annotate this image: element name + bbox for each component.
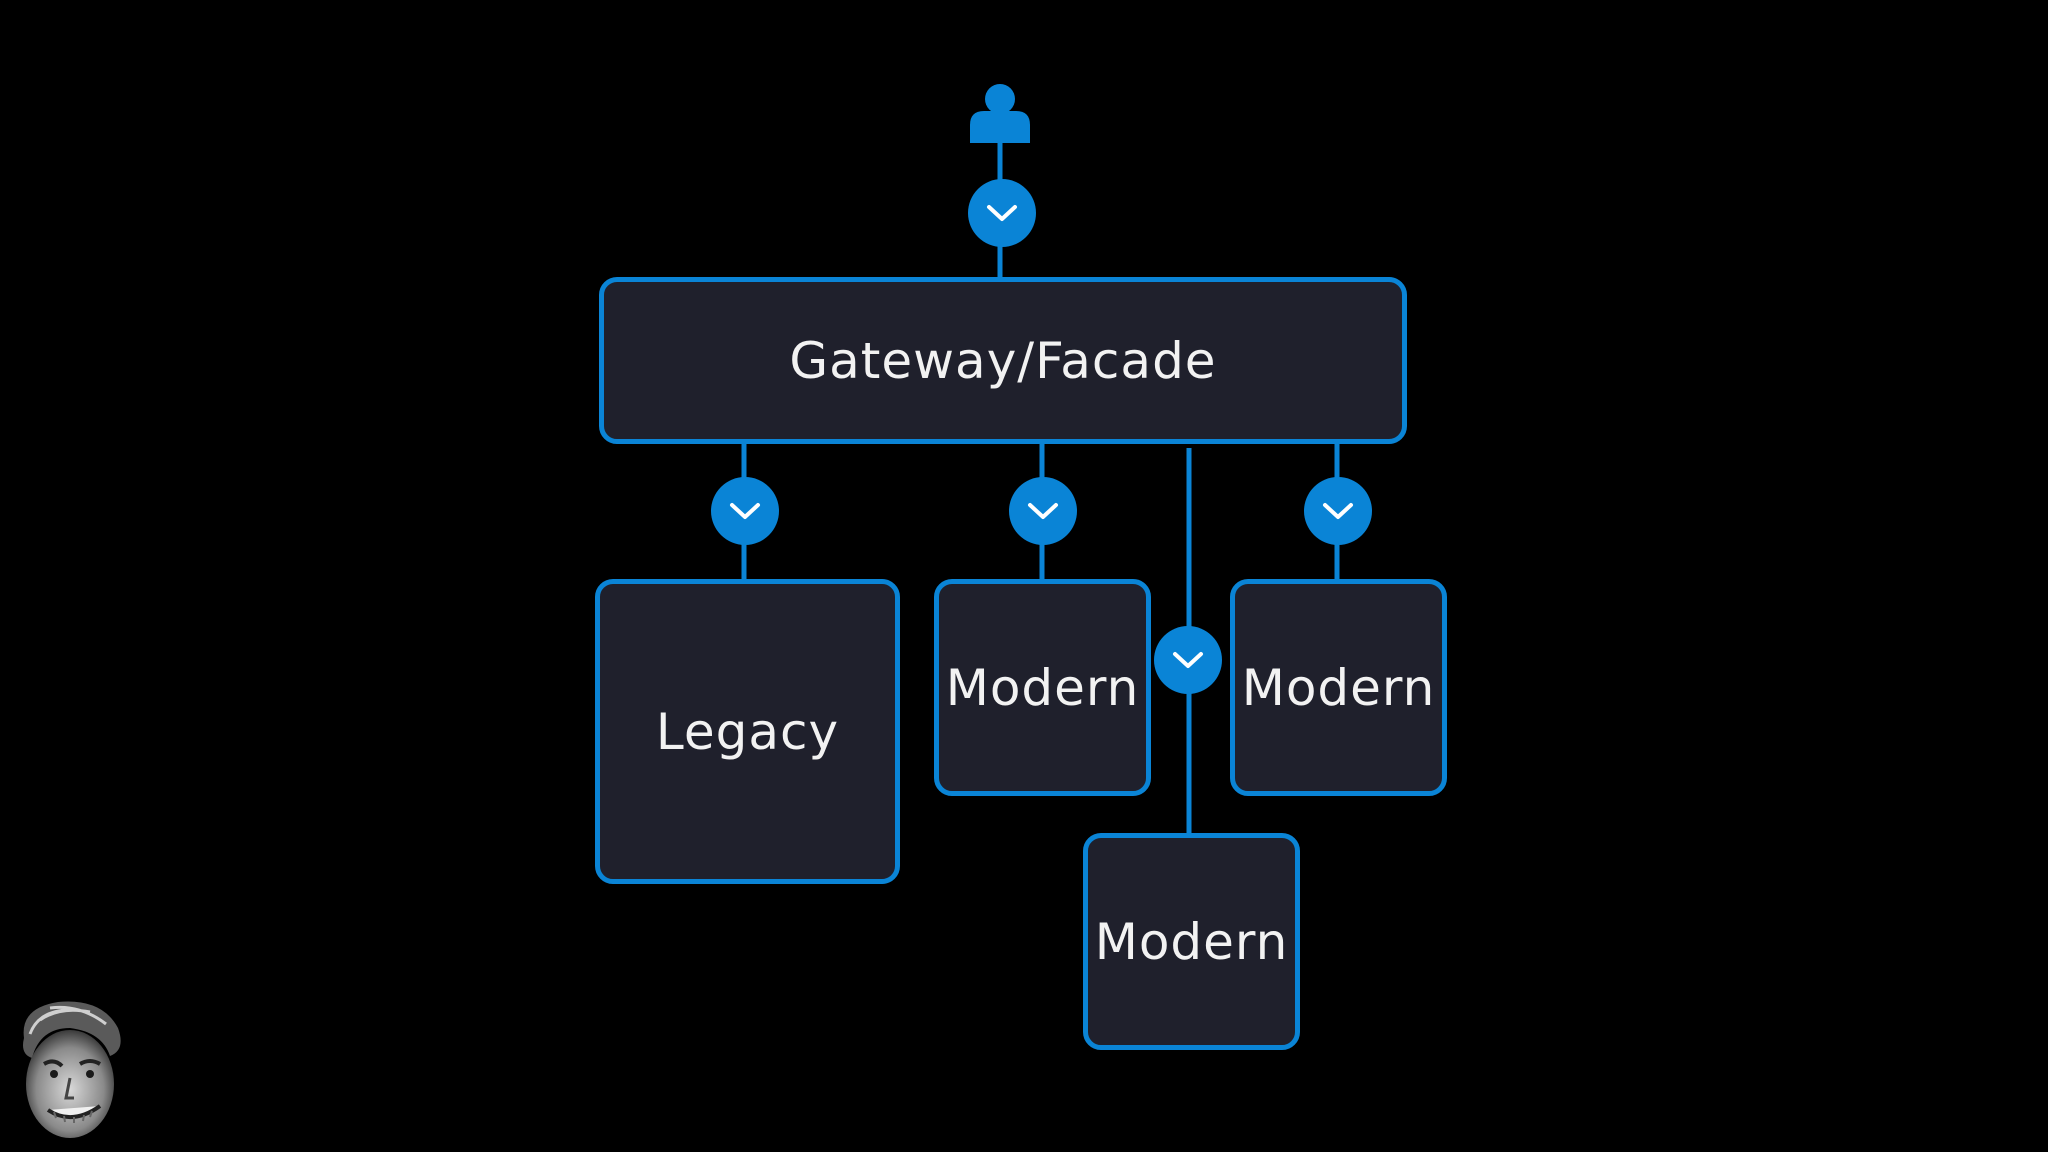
chevron-down-icon	[1304, 477, 1372, 545]
modern-label-1: Modern	[945, 658, 1140, 717]
legacy-label: Legacy	[655, 702, 840, 761]
modern-label-3: Modern	[1094, 912, 1289, 971]
chevron-down-icon	[1009, 477, 1077, 545]
modern-box-2: Modern	[1230, 579, 1447, 796]
presenter-avatar	[23, 1001, 121, 1138]
modern-box-3: Modern	[1083, 833, 1300, 1050]
chevron-down-icon	[968, 179, 1036, 247]
legacy-box: Legacy	[595, 579, 900, 884]
chevron-down-icon	[711, 477, 779, 545]
gateway-label: Gateway/Facade	[789, 331, 1217, 390]
gateway-facade-box: Gateway/Facade	[599, 277, 1407, 444]
chevron-down-icon	[1154, 626, 1222, 694]
modern-box-1: Modern	[934, 579, 1151, 796]
modern-label-2: Modern	[1241, 658, 1436, 717]
user-icon	[970, 84, 1030, 143]
